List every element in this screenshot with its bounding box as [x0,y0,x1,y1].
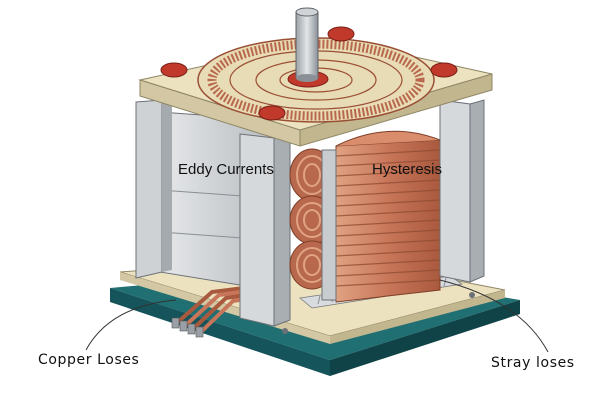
central-shaft [295,7,319,82]
hysteresis-label: Hysteresis [372,161,443,178]
right-pillar [439,99,485,283]
left-pillar [135,99,172,279]
copper-losses-label: Copper Loses [38,352,140,368]
wire-terminals [171,317,204,338]
base-screws [282,292,475,334]
leader-lines [85,279,549,353]
corner-bolts [160,26,458,121]
eddy-currents-label: Eddy Currents [178,161,274,178]
hysteresis-winding [321,130,441,303]
stray-losses-label: Stray loses [491,355,575,371]
